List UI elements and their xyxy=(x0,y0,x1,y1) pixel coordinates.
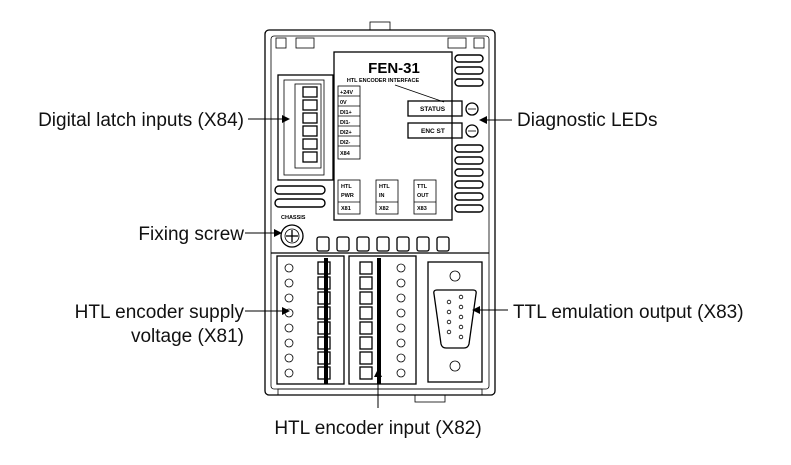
callout-htl-supply-line1: HTL encoder supply xyxy=(75,302,245,323)
pin-label: X84 xyxy=(340,151,351,157)
callout-diagnostic-leds: Diagnostic LEDs xyxy=(517,110,657,131)
block-text: TTL xyxy=(417,184,428,190)
block-text: HTL xyxy=(341,184,352,190)
callout-ttl-output: TTL emulation output (X83) xyxy=(513,302,744,323)
status-led-icon xyxy=(465,102,479,116)
callout-htl-supply-line2: voltage (X81) xyxy=(131,326,244,347)
callout-fixing-screw: Fixing screw xyxy=(138,224,244,245)
dsub-screw-top-icon xyxy=(449,270,461,282)
pin-label: 0V xyxy=(340,100,347,106)
enc-st-led-icon xyxy=(465,124,479,138)
callout-lines xyxy=(245,115,512,408)
callout-digital-latch: Digital latch inputs (X84) xyxy=(38,110,244,131)
pin-label: DI2- xyxy=(340,140,351,146)
connector-block-x81: HTL PWR X81 xyxy=(337,179,361,215)
vent-slots-left xyxy=(274,185,326,208)
block-text: IN xyxy=(379,193,385,199)
chassis-label: CHASSIS xyxy=(281,215,306,221)
pin-label: +24V xyxy=(340,90,353,96)
model-name: FEN-31 xyxy=(368,60,420,77)
terminal-lock-row xyxy=(316,236,450,252)
x84-pin-table: +24V 0V DI1+ DI1- DI2+ DI2- X84 xyxy=(337,85,361,160)
pin-label: DI2+ xyxy=(340,130,352,136)
dsub-screw-bottom-icon xyxy=(449,360,461,372)
led-area: STATUS ENC ST xyxy=(394,84,479,139)
x82-terminal-block xyxy=(348,255,417,385)
pin-label: DI1+ xyxy=(340,110,352,116)
connector-block-x82: HTL IN X82 xyxy=(375,179,399,215)
label-panel: FEN-31 HTL ENCODER INTERFACE xyxy=(333,51,453,221)
block-text: X83 xyxy=(417,206,427,212)
vent-slots-right xyxy=(454,54,484,213)
model-subtitle: HTL ENCODER INTERFACE xyxy=(347,78,420,84)
top-latches xyxy=(275,37,485,49)
callout-labels: Digital latch inputs (X84) Fixing screw … xyxy=(38,110,744,439)
module-body xyxy=(264,21,496,403)
block-text: X81 xyxy=(341,206,351,212)
connector-block-x83: TTL OUT X83 xyxy=(413,179,437,215)
block-text: OUT xyxy=(417,193,429,199)
block-text: X82 xyxy=(379,206,389,212)
pin-label: DI1- xyxy=(340,120,351,126)
fixing-screw: CHASSIS xyxy=(280,215,306,248)
block-text: HTL xyxy=(379,184,390,190)
x81-terminal-block xyxy=(276,255,345,385)
x84-connector xyxy=(277,74,334,181)
callout-htl-input: HTL encoder input (X82) xyxy=(274,418,481,439)
x83-dsub-connector xyxy=(427,261,483,383)
led-label-status: STATUS xyxy=(420,106,446,113)
block-text: PWR xyxy=(341,193,354,199)
led-label-enc-st: ENC ST xyxy=(421,128,445,135)
